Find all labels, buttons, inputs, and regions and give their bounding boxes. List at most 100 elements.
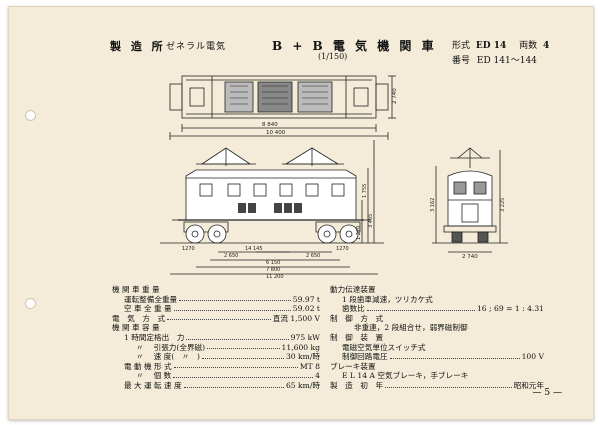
side-view <box>160 147 384 244</box>
dim-end-h1: 3 162 <box>430 198 436 212</box>
leader-dots <box>201 352 284 359</box>
spec-label: 最 大 運 転 速 度 <box>124 380 182 390</box>
page-number: — 5 — <box>532 388 562 398</box>
spec-row: ブレーキ装置 <box>330 362 544 372</box>
spec-label: 〃 速 度( 〃 ) <box>136 352 200 362</box>
spec-value: MT 8 <box>299 361 320 371</box>
spec-row: 機 関 車 重 量 <box>112 285 320 295</box>
spec-line: 1 段歯車減速，ツリカケ式 <box>342 294 433 304</box>
punch-hole-bottom <box>25 298 36 309</box>
spec-row: 1 時間定格出 力 975 kW <box>112 333 320 343</box>
spec-value: 59.97 t <box>292 294 320 304</box>
spec-value: 昭和元年 <box>513 380 544 390</box>
spec-line: E L 14 A 空気ブレーキ，手ブレーキ <box>342 371 469 381</box>
spec-label: 歯数比 <box>342 304 365 314</box>
spec-value: 65 km/時 <box>285 380 320 390</box>
dim-end-width: 2 740 <box>462 254 478 260</box>
spec-row: 制 御 装 置 <box>330 333 544 343</box>
spec-label: ブレーキ装置 <box>330 361 376 371</box>
spec-row: 制 御 方 式 <box>330 314 544 324</box>
model-value: ED 14 <box>475 41 507 51</box>
leader-dots <box>183 381 284 388</box>
spec-value: 30 km/時 <box>285 352 320 362</box>
spec-value: 16 ; 69 = 1 : 4.31 <box>476 304 544 314</box>
dim-plan-h: 2 740 <box>392 88 398 104</box>
leader-dots <box>207 343 280 350</box>
manufacturer-label: 製 造 所 <box>110 40 166 53</box>
spec-label: 制 御 方 式 <box>330 313 384 323</box>
document-title: B + B 電 気 機 関 車 <box>272 39 437 53</box>
number-row: 番号 ED 141～144 <box>452 53 537 66</box>
leader-dots <box>186 333 289 340</box>
dim-wheel-left: 1270 <box>182 246 195 252</box>
spec-row: 電 気 方 式 直流 1,500 V <box>112 314 320 324</box>
count-value: 4 <box>542 41 550 51</box>
spec-label: 動力伝達装置 <box>330 285 376 294</box>
dim-plan-b: 10 400 <box>266 130 286 136</box>
spec-row: 〃 引張力(全界磁) 11,600 kg <box>112 343 320 353</box>
model-row: 形式 ED 14 両数 4 <box>452 38 549 51</box>
spec-line: 電磁空気単位スイッチ式 <box>342 342 426 352</box>
spec-value: 59.02 t <box>292 304 320 314</box>
spec-value: 100 V <box>521 352 544 362</box>
spec-label: 空 車 全 重 量 <box>124 304 172 314</box>
spec-label: 制 御 装 置 <box>330 332 384 342</box>
spec-row: 〃 速 度( 〃 ) 30 km/時 <box>112 352 320 362</box>
spec-label: 運転整備全重量 <box>124 294 178 304</box>
spec-label: 1 時間定格出 力 <box>124 332 185 342</box>
dim-side-b: 2 650 <box>306 253 320 259</box>
dim-side-a: 2 650 <box>224 253 238 259</box>
spec-line: 非重連，2 段組合せ，弱界磁制御 <box>354 323 468 333</box>
spec-label: 機 関 車 重 量 <box>112 285 160 294</box>
end-view <box>432 147 508 253</box>
leader-dots <box>179 295 291 302</box>
spec-label: 〃 引張力(全界磁) <box>136 342 206 352</box>
dim-side-d: 7 800 <box>266 267 280 273</box>
leader-dots <box>173 304 291 311</box>
drawing-scale: (1/150) <box>318 52 348 61</box>
spec-value: 11,600 kg <box>281 342 320 352</box>
spec-row: 空 車 全 重 量 59.02 t <box>112 304 320 314</box>
model-label: 形式 <box>452 41 471 51</box>
spec-row: 電 動 機 形 式 MT 8 <box>112 362 320 372</box>
number-label: 番号 <box>452 56 471 66</box>
spec-row: 最 大 運 転 速 度 65 km/時 <box>112 381 320 391</box>
dim-height-b: 1 755 <box>362 184 368 198</box>
leader-dots <box>167 314 271 321</box>
dim-side-c: 6 150 <box>266 260 280 266</box>
leader-dots <box>389 352 520 359</box>
spec-row: 歯数比 16 ; 69 = 1 : 4.31 <box>330 304 544 314</box>
spec-value: 直流 1,500 V <box>272 313 320 323</box>
leader-dots <box>366 304 475 311</box>
punch-hole-top <box>25 110 36 121</box>
spec-row: 製 造 初 年 昭和元年 <box>330 381 544 391</box>
spec-row: 動力伝達装置 <box>330 285 544 295</box>
spec-label: 製 造 初 年 <box>330 380 384 390</box>
spec-value: 975 kW <box>290 332 320 342</box>
leader-dots <box>385 381 512 388</box>
dim-end-h2: 3 225 <box>500 198 506 212</box>
dim-height-a: 3 465 <box>368 214 374 228</box>
spec-row: 機 関 車 容 量 <box>112 323 320 333</box>
leader-dots <box>173 362 298 369</box>
spec-label: 機 関 車 容 量 <box>112 323 160 333</box>
spec-label: 〃 個 数 <box>136 371 172 381</box>
manufacturer-name: ゼネラル電気 <box>166 42 227 52</box>
spec-label: 制御回路電圧 <box>342 352 388 362</box>
plan-view <box>169 75 396 140</box>
dim-wheel-center: 14 145 <box>245 246 263 252</box>
dim-side-e: 11 200 <box>266 274 284 280</box>
count-label: 両数 <box>519 41 538 51</box>
spec-row: 制御回路電圧 100 V <box>330 352 544 362</box>
spec-row: 〃 個 数 4 <box>112 371 320 381</box>
spec-label: 電 気 方 式 <box>112 313 166 323</box>
spec-label: 電 動 機 形 式 <box>124 361 172 371</box>
spec-value: 4 <box>315 371 320 381</box>
dim-plan-a: 8 840 <box>262 122 278 128</box>
leader-dots <box>173 371 314 378</box>
number-value: ED 141～144 <box>476 56 537 66</box>
spec-row: 運転整備全重量 59.97 t <box>112 295 320 305</box>
